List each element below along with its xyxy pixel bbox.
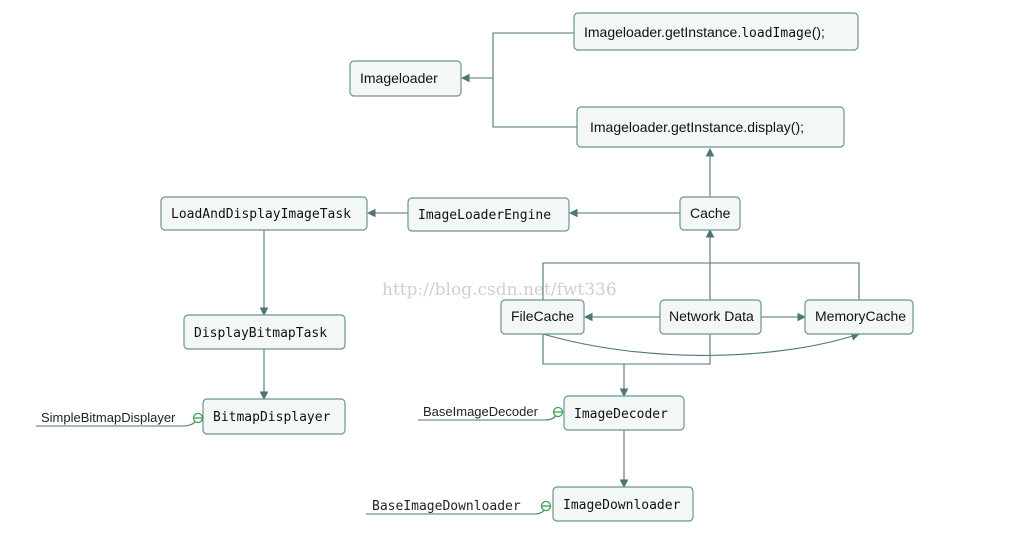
interface-base-image-downloader: BaseImageDownloader — [366, 499, 552, 515]
bitmap-displayer-node: BitmapDisplayer — [202, 398, 346, 435]
svg-text:Imageloader.getInstance.loadIm: Imageloader.getInstance.loadImage(); — [584, 24, 825, 41]
simple-bitmap-displayer-label: SimpleBitmapDisplayer — [41, 410, 176, 425]
loadimage-call-method: loadImage — [741, 26, 812, 41]
base-image-decoder-label: BaseImageDecoder — [423, 404, 539, 419]
edge-loadimage-to-imageloader — [460, 32, 574, 83]
file-cache-node: FileCache — [500, 299, 585, 335]
network-data-node: Network Data — [659, 299, 762, 335]
cache-label: Cache — [690, 205, 731, 221]
interface-simple-bitmap-displayer: SimpleBitmapDisplayer — [36, 410, 204, 427]
loadimage-call-node: Imageloader.getInstance.loadImage(); — [573, 12, 859, 51]
edge-filecache-to-decoder — [542, 334, 624, 365]
cache-node: Cache — [679, 196, 741, 231]
edge-display-to-imageloader — [492, 78, 577, 128]
image-loader-engine-node: ImageLoaderEngine — [407, 197, 570, 232]
edge-network-to-decoder — [624, 334, 711, 365]
image-downloader-label: ImageDownloader — [563, 498, 681, 513]
edge-filecache-to-memorycache — [542, 332, 861, 356]
display-bitmap-task-node: DisplayBitmapTask — [183, 314, 346, 350]
loadimage-call-suffix: (); — [812, 24, 825, 40]
image-downloader-node: ImageDownloader — [552, 486, 694, 522]
edge-cache-loop — [542, 262, 860, 300]
image-decoder-node: ImageDecoder — [563, 395, 685, 431]
memory-cache-node: MemoryCache — [804, 299, 914, 335]
image-loader-engine-label: ImageLoaderEngine — [418, 208, 551, 223]
imageloader-label: Imageloader — [360, 70, 438, 86]
display-bitmap-task-label: DisplayBitmapTask — [194, 326, 327, 341]
watermark-text: http://blog.csdn.net/fwt336 — [382, 280, 617, 300]
display-call-label: Imageloader.getInstance.display(); — [590, 119, 804, 135]
interface-base-image-decoder: BaseImageDecoder — [418, 404, 564, 421]
load-display-task-label: LoadAndDisplayImageTask — [171, 207, 351, 222]
imageloader-node: Imageloader — [349, 60, 462, 97]
image-decoder-label: ImageDecoder — [574, 407, 668, 422]
memory-cache-label: MemoryCache — [815, 308, 906, 324]
file-cache-label: FileCache — [511, 308, 574, 324]
network-data-label: Network Data — [669, 308, 754, 324]
load-display-task-node: LoadAndDisplayImageTask — [160, 196, 368, 231]
loadimage-call-prefix: Imageloader.getInstance. — [584, 24, 741, 40]
base-image-downloader-label: BaseImageDownloader — [372, 499, 521, 514]
display-call-node: Imageloader.getInstance.display(); — [576, 106, 845, 148]
bitmap-displayer-label: BitmapDisplayer — [213, 410, 331, 425]
edges — [259, 32, 861, 489]
